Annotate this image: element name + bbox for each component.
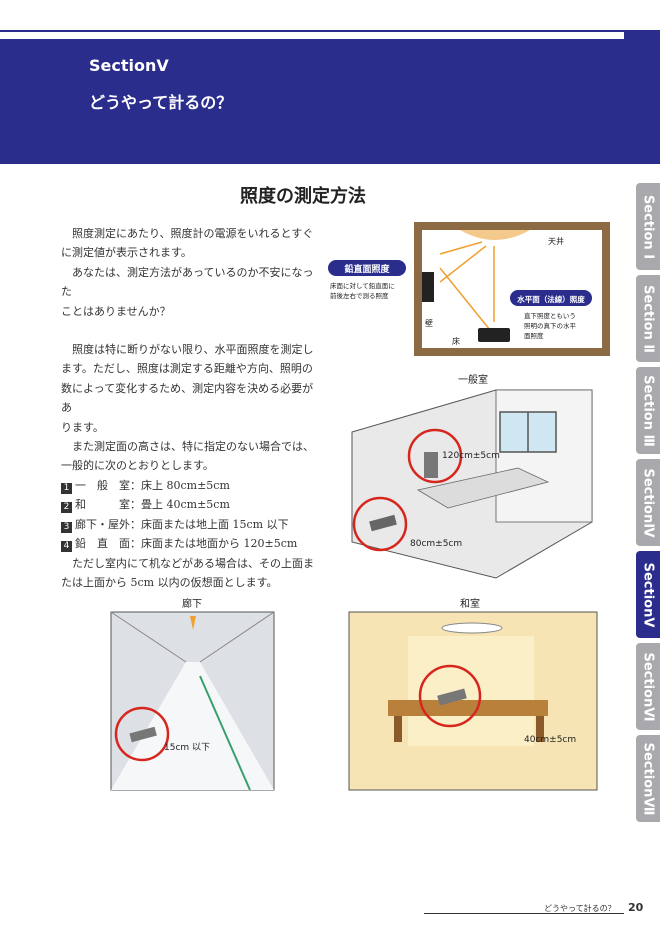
section-label: SectionⅤ — [89, 56, 169, 75]
text-line: 照度測定にあたり、照度計の電源をいれるとすぐ — [72, 227, 314, 240]
vertical-meter-icon — [422, 272, 434, 302]
list-text: 鉛 直 面：床面または地面から 120±5cm — [75, 537, 298, 551]
text-line: あなたは、測定方法があっているのか不安になった — [61, 265, 314, 299]
horizontal-meter-icon — [129, 726, 157, 743]
dimension-label: 40cm±5cm — [524, 735, 576, 745]
desks — [416, 467, 550, 509]
horizontal-illuminance-badge — [510, 290, 592, 306]
text-line: ます。ただし、照度は測定する距離や方向、照明の — [61, 362, 313, 376]
horizontal-desc-line: 直下照度ともいう — [524, 311, 576, 320]
light-arrow-icon — [190, 616, 196, 630]
floor-line — [199, 675, 251, 791]
light-ray — [439, 267, 491, 331]
footer-text: どうやって計るの？ — [544, 904, 616, 913]
section-title: どうやって計るの？ — [89, 93, 233, 112]
room-interior — [422, 230, 602, 348]
washitsu-back-wall — [408, 636, 534, 746]
horizontal-desc-line: 照明の真下の水平 — [524, 321, 577, 330]
corridor-illustration: 廊下 15cm 以下 — [110, 596, 275, 792]
vertical-meter-icon — [424, 452, 438, 478]
list-text: 和 室：畳上 40cm±5cm — [75, 498, 230, 512]
general-room-title: 一般室 — [458, 373, 488, 386]
dimension-label: 80cm±5cm — [410, 539, 462, 549]
number-badge: 1 — [61, 482, 72, 494]
horizontal-meter-icon — [478, 328, 510, 342]
page-title: 照度の測定方法 — [240, 186, 366, 207]
tab-section-4[interactable]: SectionⅣ — [636, 459, 660, 546]
text-line: また測定面の高さは、特に指定のない場合では、 — [72, 440, 314, 454]
illuminance-types-diagram: 天井 壁 床 鉛直面照度 床面に対して鉛直面に 前後左右で測る照度 水平面（法線… — [328, 222, 610, 356]
ceiling-light-icon — [441, 622, 503, 634]
light-ray — [439, 245, 487, 283]
paragraph: ります。 — [61, 418, 319, 437]
washitsu-illustration: 和室 40cm±5cm — [348, 596, 598, 792]
highlight-circle — [352, 496, 408, 552]
paragraph: ます。ただし、照度は測定する距離や方向、照明の — [61, 359, 319, 378]
tab-section-3[interactable]: Section Ⅲ — [636, 367, 660, 454]
tab-section-7[interactable]: SectionⅦ — [636, 735, 660, 822]
paragraph: たは上面から 5cm 以内の仮想面とします。 — [61, 573, 319, 592]
tab-section-5[interactable]: SectionⅤ — [636, 551, 660, 638]
paragraph: ただし室内にて机などがある場合は、その上面ま — [61, 554, 319, 573]
header-top-margin — [0, 0, 660, 30]
horizontal-illuminance-label: 水平面（法線）照度 — [517, 294, 585, 304]
body-text: 照度測定にあたり、照度計の電源をいれるとすぐ に測定値が表示されます。 あなたは… — [61, 224, 319, 592]
text-line: 数によって変化するため、測定内容を決める必要があ — [61, 381, 314, 415]
header-rule — [0, 32, 624, 39]
text-line: 一般的に次のとおりとします。 — [61, 459, 214, 473]
paragraph: また測定面の高さは、特に指定のない場合では、 — [61, 437, 319, 456]
highlight-circle — [418, 664, 482, 728]
text-line: ります。 — [61, 420, 104, 434]
ceiling-label: 天井 — [548, 236, 564, 246]
paragraph: あなたは、測定方法があっているのか不安になった — [61, 263, 319, 302]
text-line: 照度は特に断りがない限り、水平面照度を測定し — [72, 343, 314, 357]
number-badge: 2 — [61, 502, 72, 514]
horizontal-meter-icon — [437, 688, 467, 706]
page-number: 20 — [628, 901, 644, 914]
dimension-label: 120cm±5cm — [442, 451, 500, 461]
horizontal-desc-line: 面照度 — [524, 331, 544, 340]
highlight-circle — [114, 706, 170, 762]
paragraph: に測定値が表示されます。 — [61, 243, 319, 262]
low-table — [388, 700, 548, 716]
list-text: 廊下・屋外：床面または地上面 15cm 以下 — [75, 517, 289, 531]
washitsu-title: 和室 — [460, 597, 480, 610]
tab-section-6[interactable]: SectionⅥ — [636, 643, 660, 730]
back-wall — [495, 389, 593, 523]
text-line: たは上面から 5cm 以内の仮想面とします。 — [61, 575, 278, 589]
footer-rule — [424, 913, 624, 914]
number-badge: 3 — [61, 521, 72, 533]
tab-section-2[interactable]: Section Ⅱ — [636, 275, 660, 362]
paragraph: 照度は特に断りがない限り、水平面照度を測定し — [61, 340, 319, 359]
vertical-desc-line: 床面に対して鉛直面に — [330, 281, 395, 290]
text-line: ただし室内にて机などがある場合は、その上面ま — [72, 556, 314, 570]
paragraph: 数によって変化するため、測定内容を決める必要があ — [61, 379, 319, 418]
vertical-desc-line: 前後左右で測る照度 — [330, 291, 389, 300]
text-line: ことはありませんか？ — [61, 304, 171, 318]
dimension-label: 15cm 以下 — [164, 743, 210, 753]
floor-label: 床 — [452, 336, 460, 346]
vertical-illuminance-badge — [328, 260, 406, 276]
vertical-illuminance-label: 鉛直面照度 — [343, 263, 390, 275]
paragraph: 照度測定にあたり、照度計の電源をいれるとすぐ — [61, 224, 319, 243]
tab-section-1[interactable]: Section Ⅰ — [636, 183, 660, 270]
list-text: 一 般 室：床上 80cm±5cm — [75, 478, 230, 492]
highlight-circle — [407, 428, 463, 484]
text-line: に測定値が表示されます。 — [61, 246, 192, 260]
general-room-illustration: 一般室 120cm±5cm 80cm±5cm — [348, 372, 598, 582]
ceiling-light-icon — [460, 230, 530, 240]
wall-label: 壁 — [425, 318, 433, 328]
number-badge: 4 — [61, 541, 72, 553]
header-band — [0, 0, 660, 164]
paragraph: ことはありませんか？ — [61, 302, 319, 321]
corridor-title: 廊下 — [182, 597, 202, 610]
paragraph: 一般的に次のとおりとします。 — [61, 456, 319, 475]
light-ray — [439, 241, 483, 255]
horizontal-meter-icon — [369, 514, 397, 532]
